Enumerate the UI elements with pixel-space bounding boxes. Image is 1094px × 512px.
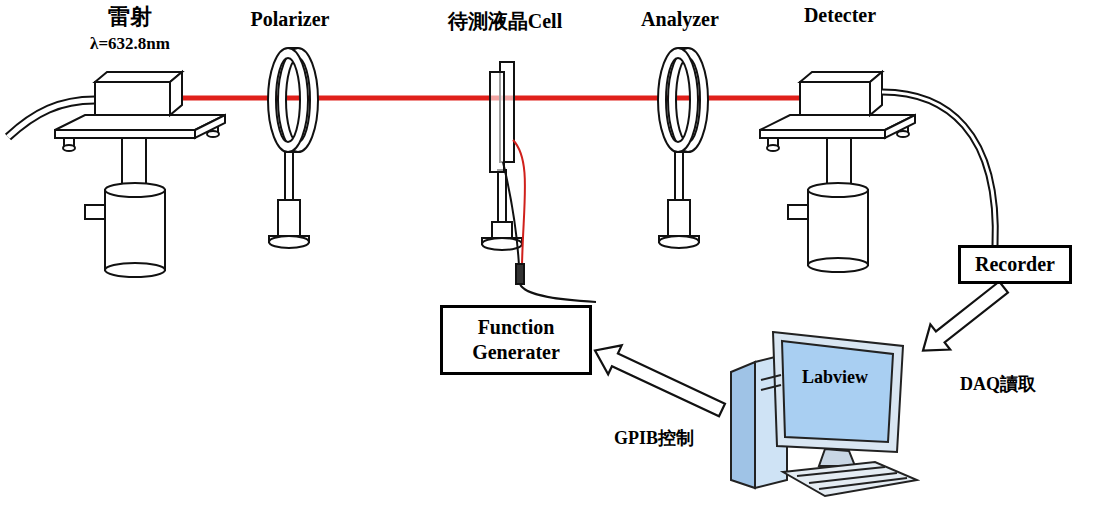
analyzer-ring xyxy=(678,47,688,49)
polarizer-mount xyxy=(269,150,309,248)
detector-mount xyxy=(808,190,868,265)
computer-part xyxy=(761,375,781,380)
laser-mount xyxy=(85,205,105,219)
detector-mount xyxy=(767,145,779,151)
screen-label: Labview xyxy=(785,366,885,389)
detector-mount xyxy=(808,258,868,272)
detector-head xyxy=(800,72,882,82)
computer-part xyxy=(731,362,755,488)
laser-head xyxy=(95,82,170,115)
cell-wires xyxy=(520,284,596,302)
box-label: Function Generater xyxy=(451,315,581,365)
polarizer-ring xyxy=(288,151,298,153)
cell-wires xyxy=(516,264,524,284)
cell-wires xyxy=(513,140,525,266)
computer-part xyxy=(797,467,885,476)
laser-mount xyxy=(55,130,195,138)
polarizer-ring xyxy=(268,48,318,152)
liquid-crystal-cell xyxy=(490,62,514,172)
liquid-crystal-cell xyxy=(490,72,504,172)
detector-mount xyxy=(760,130,885,138)
laser-mount xyxy=(105,263,165,277)
part-label: Analyzer xyxy=(641,8,719,31)
arrow-label: DAQ讀取 xyxy=(958,372,1038,396)
detector-cable xyxy=(882,92,995,246)
detector-mount xyxy=(760,115,915,272)
polarizer-ring xyxy=(288,47,298,49)
wavelength-label: λ=632.8nm xyxy=(90,34,170,54)
computer-part xyxy=(819,449,855,466)
computer-part xyxy=(819,478,907,489)
cell-wires xyxy=(503,140,596,302)
computer-illustration xyxy=(725,320,920,500)
polarizer-mount xyxy=(285,150,293,202)
function-generator-box: Function Generater xyxy=(440,305,592,375)
cell-wires xyxy=(503,162,519,266)
analyzer-ring xyxy=(658,48,708,152)
part-label: 待測液晶Cell xyxy=(448,8,562,35)
laser-mount xyxy=(55,115,225,277)
computer-part xyxy=(761,385,781,390)
computer-part xyxy=(773,332,903,452)
detector-cable xyxy=(882,92,995,246)
recorder-box: Recorder xyxy=(958,245,1072,284)
analyzer-ring xyxy=(658,48,698,152)
laser-head xyxy=(95,72,182,115)
detector-head xyxy=(800,72,882,115)
computer-part xyxy=(783,462,917,496)
laser-mount xyxy=(63,145,75,151)
laser-head xyxy=(95,72,182,82)
analyzer-mount xyxy=(659,150,699,248)
detector-head xyxy=(800,82,870,115)
laser-head xyxy=(170,72,182,115)
laser-mount xyxy=(105,183,165,197)
detector-mount xyxy=(808,183,868,197)
detector-head xyxy=(870,72,882,115)
analyzer-ring xyxy=(678,151,688,153)
polarizer-mount xyxy=(269,236,309,248)
detector-mount xyxy=(885,115,915,138)
computer-part xyxy=(782,341,893,442)
analyzer-mount xyxy=(659,236,699,248)
block-arrow xyxy=(923,282,1008,351)
analyzer-mount xyxy=(668,200,690,238)
detector-mount xyxy=(788,205,808,219)
computer-icon: Labview xyxy=(725,320,920,500)
cell-mount xyxy=(498,170,506,224)
laser-label: 雷射 xyxy=(108,2,152,32)
laser-mount xyxy=(105,190,165,270)
block-arrow xyxy=(595,345,725,416)
arrow-label: GPIB控制 xyxy=(612,426,696,450)
analyzer-mount xyxy=(675,150,683,202)
box-label: Recorder xyxy=(975,252,1055,277)
polarizer-mount xyxy=(278,200,300,238)
part-label: Detecter xyxy=(804,4,876,27)
part-label: Polarizer xyxy=(251,8,330,31)
detector-cable xyxy=(882,92,995,246)
polarizer-ring xyxy=(268,48,308,152)
laser-mount xyxy=(195,115,225,138)
